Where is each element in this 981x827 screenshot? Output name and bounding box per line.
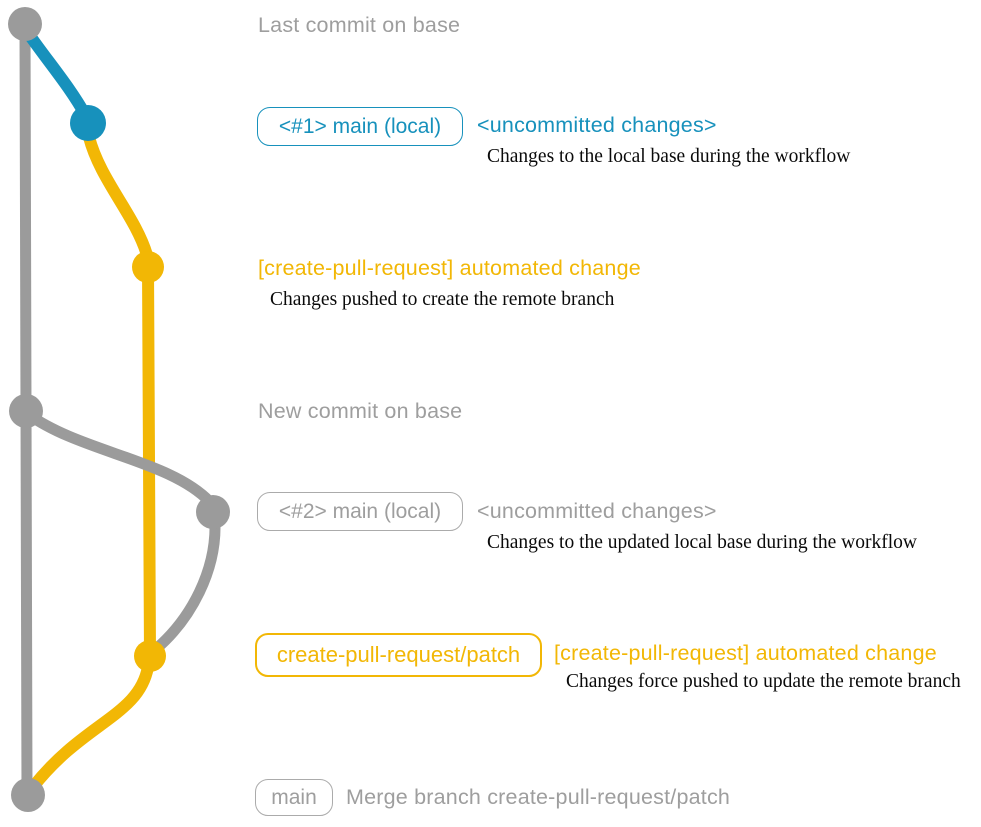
local-branch-line-1 — [20, 24, 92, 122]
heading-uncommitted-changes-2: <uncommitted changes> — [477, 499, 717, 523]
local-branch-curve-2b — [150, 518, 221, 655]
patch-branch-curve-1 — [83, 131, 153, 261]
patch-merge-curve — [27, 661, 154, 793]
branch-badge-create-pull-request-patch: create-pull-request/patch — [255, 633, 542, 677]
commit-node-uncommitted-2 — [196, 495, 230, 529]
branch-badge-main: main — [255, 779, 333, 816]
branch-badge-main-local-2-label: <#2> main (local) — [278, 499, 442, 523]
description-uncommitted-changes-1: Changes to the local base during the wor… — [487, 146, 851, 167]
branch-badge-main-local-1-label: <#1> main (local) — [278, 114, 442, 138]
commit-node-new-on-base — [9, 394, 43, 428]
label-last-commit-on-base: Last commit on base — [258, 13, 461, 37]
commit-node-automated-2 — [134, 640, 166, 672]
branch-badge-main-local-2: <#2> main (local) — [257, 492, 463, 531]
commit-node-merge — [11, 778, 45, 812]
branch-badge-main-local-1: <#1> main (local) — [257, 107, 463, 146]
commit-node-automated-1 — [132, 251, 164, 283]
label-new-commit-on-base: New commit on base — [258, 399, 463, 423]
description-automated-change-1: Changes pushed to create the remote bran… — [270, 289, 615, 310]
branch-badge-main-label: main — [271, 785, 317, 809]
commit-node-last-on-base — [8, 7, 42, 41]
commit-node-uncommitted-1 — [70, 105, 106, 141]
heading-uncommitted-changes-1: <uncommitted changes> — [477, 113, 717, 137]
git-graph — [8, 7, 230, 812]
label-merge-branch: Merge branch create-pull-request/patch — [346, 785, 731, 809]
local-branch-curve-2a — [22, 408, 216, 508]
description-uncommitted-changes-2: Changes to the updated local base during… — [487, 532, 917, 553]
heading-automated-change-1: [create-pull-request] automated change — [258, 256, 641, 280]
heading-automated-change-2: [create-pull-request] automated change — [554, 641, 937, 665]
description-automated-change-2: Changes force pushed to update the remot… — [566, 671, 961, 692]
branch-badge-create-pull-request-patch-label: create-pull-request/patch — [276, 642, 521, 667]
